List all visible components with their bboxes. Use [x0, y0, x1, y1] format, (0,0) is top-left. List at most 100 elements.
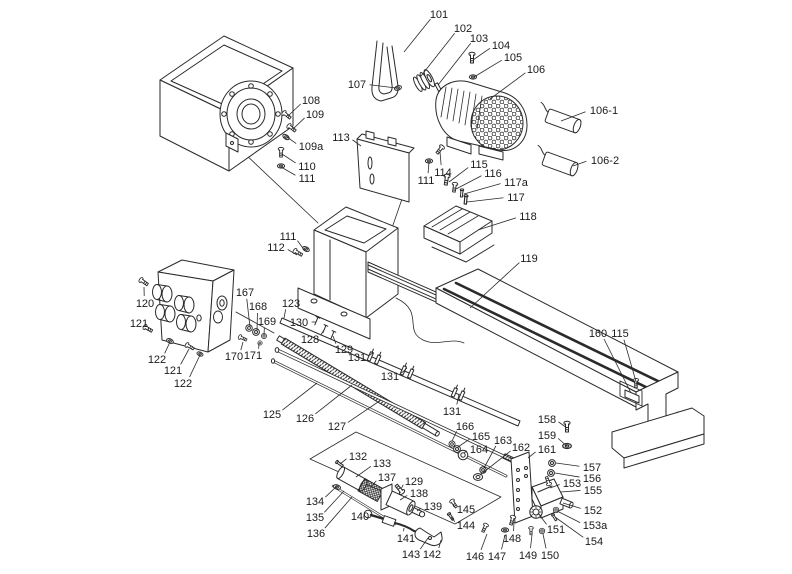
callout-leader-115: [448, 167, 469, 183]
callout-leader-165: [457, 438, 470, 448]
callout-140: 140: [351, 511, 369, 523]
callout-131: 131: [381, 371, 399, 383]
callout-145: 145: [457, 504, 475, 516]
callout-leader-137: [370, 480, 377, 488]
callout-132: 132: [349, 451, 367, 463]
callout-139: 139: [424, 501, 442, 513]
callout-154: 154: [585, 536, 603, 548]
callout-leader-170: [240, 341, 244, 351]
callout-leader-123: [283, 309, 287, 319]
callout-153a: 153a: [583, 520, 608, 532]
callout-leader-133: [355, 465, 372, 478]
gib-strip: [624, 389, 640, 404]
callout-121: 121: [164, 365, 182, 377]
callout-leader-131: [401, 367, 408, 374]
callout-128: 128: [301, 334, 319, 346]
callout-leader-105: [473, 59, 502, 78]
callout-leader-132: [339, 458, 347, 465]
callout-155: 155: [584, 485, 602, 497]
callout-163: 163: [494, 435, 512, 447]
callout-leader-109: [292, 117, 305, 130]
callout-167: 167: [236, 287, 254, 299]
callout-150: 150: [541, 550, 559, 562]
callout-131: 131: [348, 352, 366, 364]
callout-170: 170: [225, 351, 243, 363]
callout-166: 166: [456, 421, 474, 433]
callout-leader-139: [416, 507, 422, 512]
feed-rack: [279, 316, 521, 427]
gear-164: [457, 449, 469, 461]
callout-107: 107: [348, 79, 366, 91]
callout-leader-157: [555, 462, 580, 467]
callout-104: 104: [492, 40, 510, 52]
callout-152: 152: [584, 505, 602, 517]
callout-leader-153a: [556, 510, 581, 523]
callout-121: 121: [130, 318, 148, 330]
motor-mount-plate: [356, 130, 415, 203]
callout-114: 114: [434, 167, 452, 179]
callout-leader-145: [452, 504, 455, 508]
callout-leader-160: [603, 338, 632, 394]
callout-159: 159: [538, 430, 556, 442]
callout-leader-103: [437, 43, 472, 86]
callout-115: 115: [470, 159, 488, 171]
callout-113: 113: [332, 132, 350, 144]
callout-103: 103: [470, 33, 488, 45]
callout-leader-104: [472, 47, 491, 61]
callout-leader-154: [554, 516, 584, 538]
clamp-slide: [423, 205, 495, 263]
callout-leader-107: [369, 84, 397, 89]
callout-leader-114: [439, 151, 442, 166]
callout-129: 129: [335, 344, 353, 356]
callout-129: 129: [405, 476, 423, 488]
callout-110: 110: [298, 161, 316, 173]
callout-leader-142: [438, 539, 442, 549]
callout-leader-150: [542, 533, 547, 549]
callout-leader-110: [281, 153, 296, 164]
callout-leader-149: [530, 534, 533, 549]
callout-156: 156: [583, 473, 601, 485]
callout-106-2: 106-2: [591, 155, 619, 167]
callout-leader-122: [164, 341, 171, 354]
callout-151: 151: [547, 524, 565, 536]
callout-leader-155: [560, 490, 581, 493]
lever-arm: [394, 522, 425, 535]
callout-leader-143: [419, 537, 429, 550]
callout-leader-117: [466, 197, 504, 203]
callout-leader-115: [623, 339, 638, 386]
callout-143: 143: [402, 549, 420, 561]
callout-126: 126: [296, 413, 314, 425]
callout-leader-144: [450, 516, 456, 522]
callout-leader-113: [352, 139, 362, 147]
callout-133: 133: [373, 458, 391, 470]
electric-motor: [435, 80, 528, 161]
callout-171: 171: [244, 350, 262, 362]
callout-158: 158: [538, 414, 556, 426]
callout-135: 135: [306, 512, 324, 524]
motor-pulley: [413, 69, 435, 92]
lathe-bed: [435, 268, 705, 469]
callout-leader-112: [287, 249, 298, 256]
callout-leader-129: [332, 335, 337, 344]
callout-148: 148: [503, 533, 521, 545]
callout-leader-138: [399, 495, 408, 501]
callout-leader-158: [558, 421, 568, 429]
callout-118: 118: [519, 211, 537, 223]
callout-leader-118: [477, 217, 516, 231]
callout-leader-111: [427, 161, 430, 174]
callout-122: 122: [148, 354, 166, 366]
callout-137: 137: [378, 472, 396, 484]
nut-162: [472, 473, 484, 481]
callout-leader-106-1: [560, 111, 586, 122]
callout-leader-106-2: [572, 160, 587, 167]
callout-leader-121: [180, 348, 190, 365]
callout-130: 130: [290, 317, 308, 329]
callout-leader-131: [369, 352, 374, 356]
callout-leader-102: [420, 33, 456, 77]
callout-leader-127: [347, 399, 382, 423]
callout-leader-153: [549, 484, 560, 489]
callout-leader-151: [537, 512, 547, 525]
callout-leader-122: [189, 354, 201, 378]
callout-108: 108: [302, 95, 320, 107]
